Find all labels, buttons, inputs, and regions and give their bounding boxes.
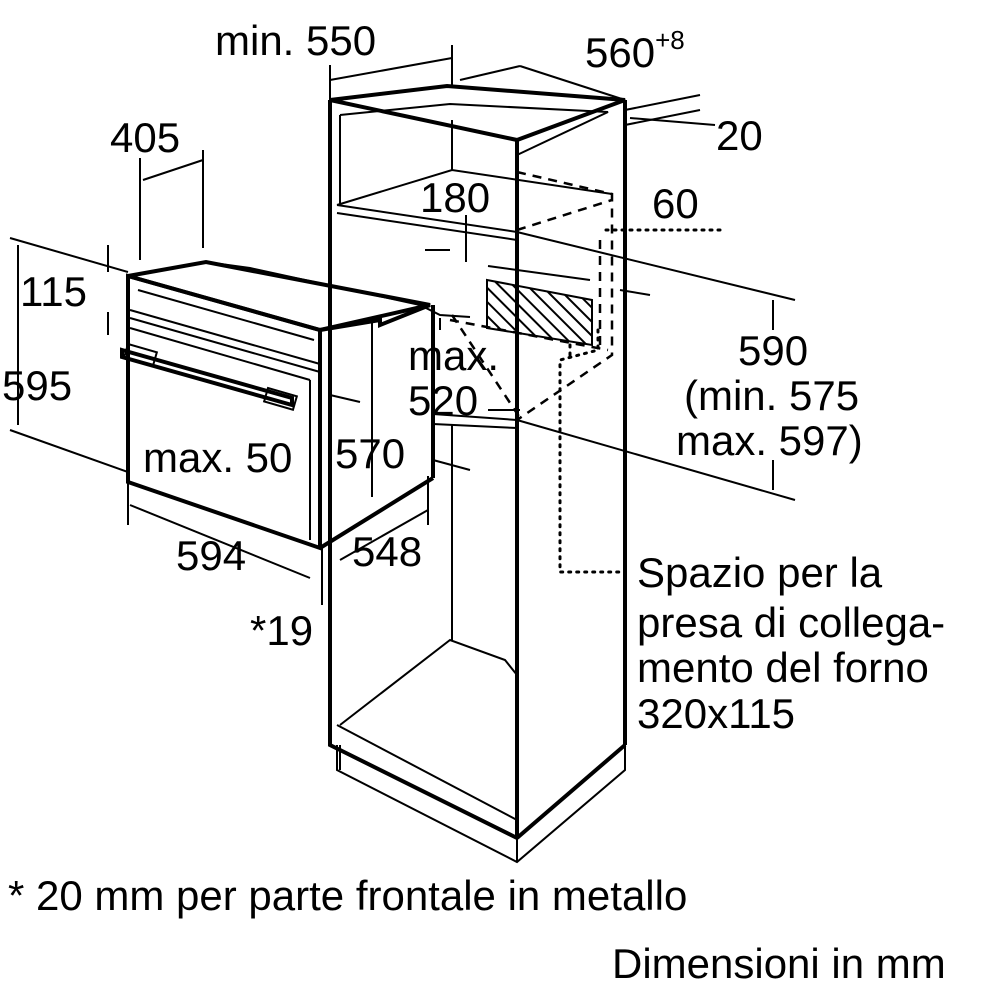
- dim-570: 570: [335, 430, 405, 477]
- oven: [120, 259, 471, 551]
- dim-590-min: (min. 575: [684, 372, 859, 419]
- units-note: Dimensioni in mm: [612, 940, 946, 987]
- dim-min-550: min. 550: [215, 17, 376, 64]
- socket-area-hatched: [486, 278, 593, 347]
- dim-60: 60: [652, 180, 699, 227]
- dimension-lines: [9, 45, 796, 605]
- dim-19: *19: [250, 607, 313, 654]
- dim-590: 590: [738, 327, 808, 374]
- dim-594: 594: [176, 532, 246, 579]
- dim-max-520-value: 520: [408, 377, 478, 424]
- cabinet: [328, 83, 627, 864]
- dim-595: 595: [2, 362, 72, 409]
- dim-20: 20: [716, 112, 763, 159]
- socket-note-line-3: mento del forno: [637, 644, 929, 691]
- notes: Spazio per la presa di collega- mento de…: [8, 549, 946, 987]
- dim-115: 115: [20, 268, 87, 315]
- socket-note-line-1: Spazio per la: [637, 549, 883, 596]
- socket-note-line-4: 320x115: [637, 690, 795, 737]
- dim-max-520-label: max.: [408, 332, 499, 379]
- dim-548: 548: [352, 528, 422, 575]
- dim-405: 405: [110, 114, 180, 161]
- footnote: * 20 mm per parte frontale in metallo: [8, 872, 687, 919]
- dim-560: 560+8: [585, 25, 685, 76]
- dim-180: 180: [420, 174, 490, 221]
- socket-note-line-2: presa di collega-: [637, 599, 945, 646]
- dim-max-50: max. 50: [143, 434, 292, 481]
- dimension-labels: min. 550 560+8 20 405 180 60 115 595 max…: [2, 17, 863, 654]
- dim-590-max: max. 597): [676, 417, 863, 464]
